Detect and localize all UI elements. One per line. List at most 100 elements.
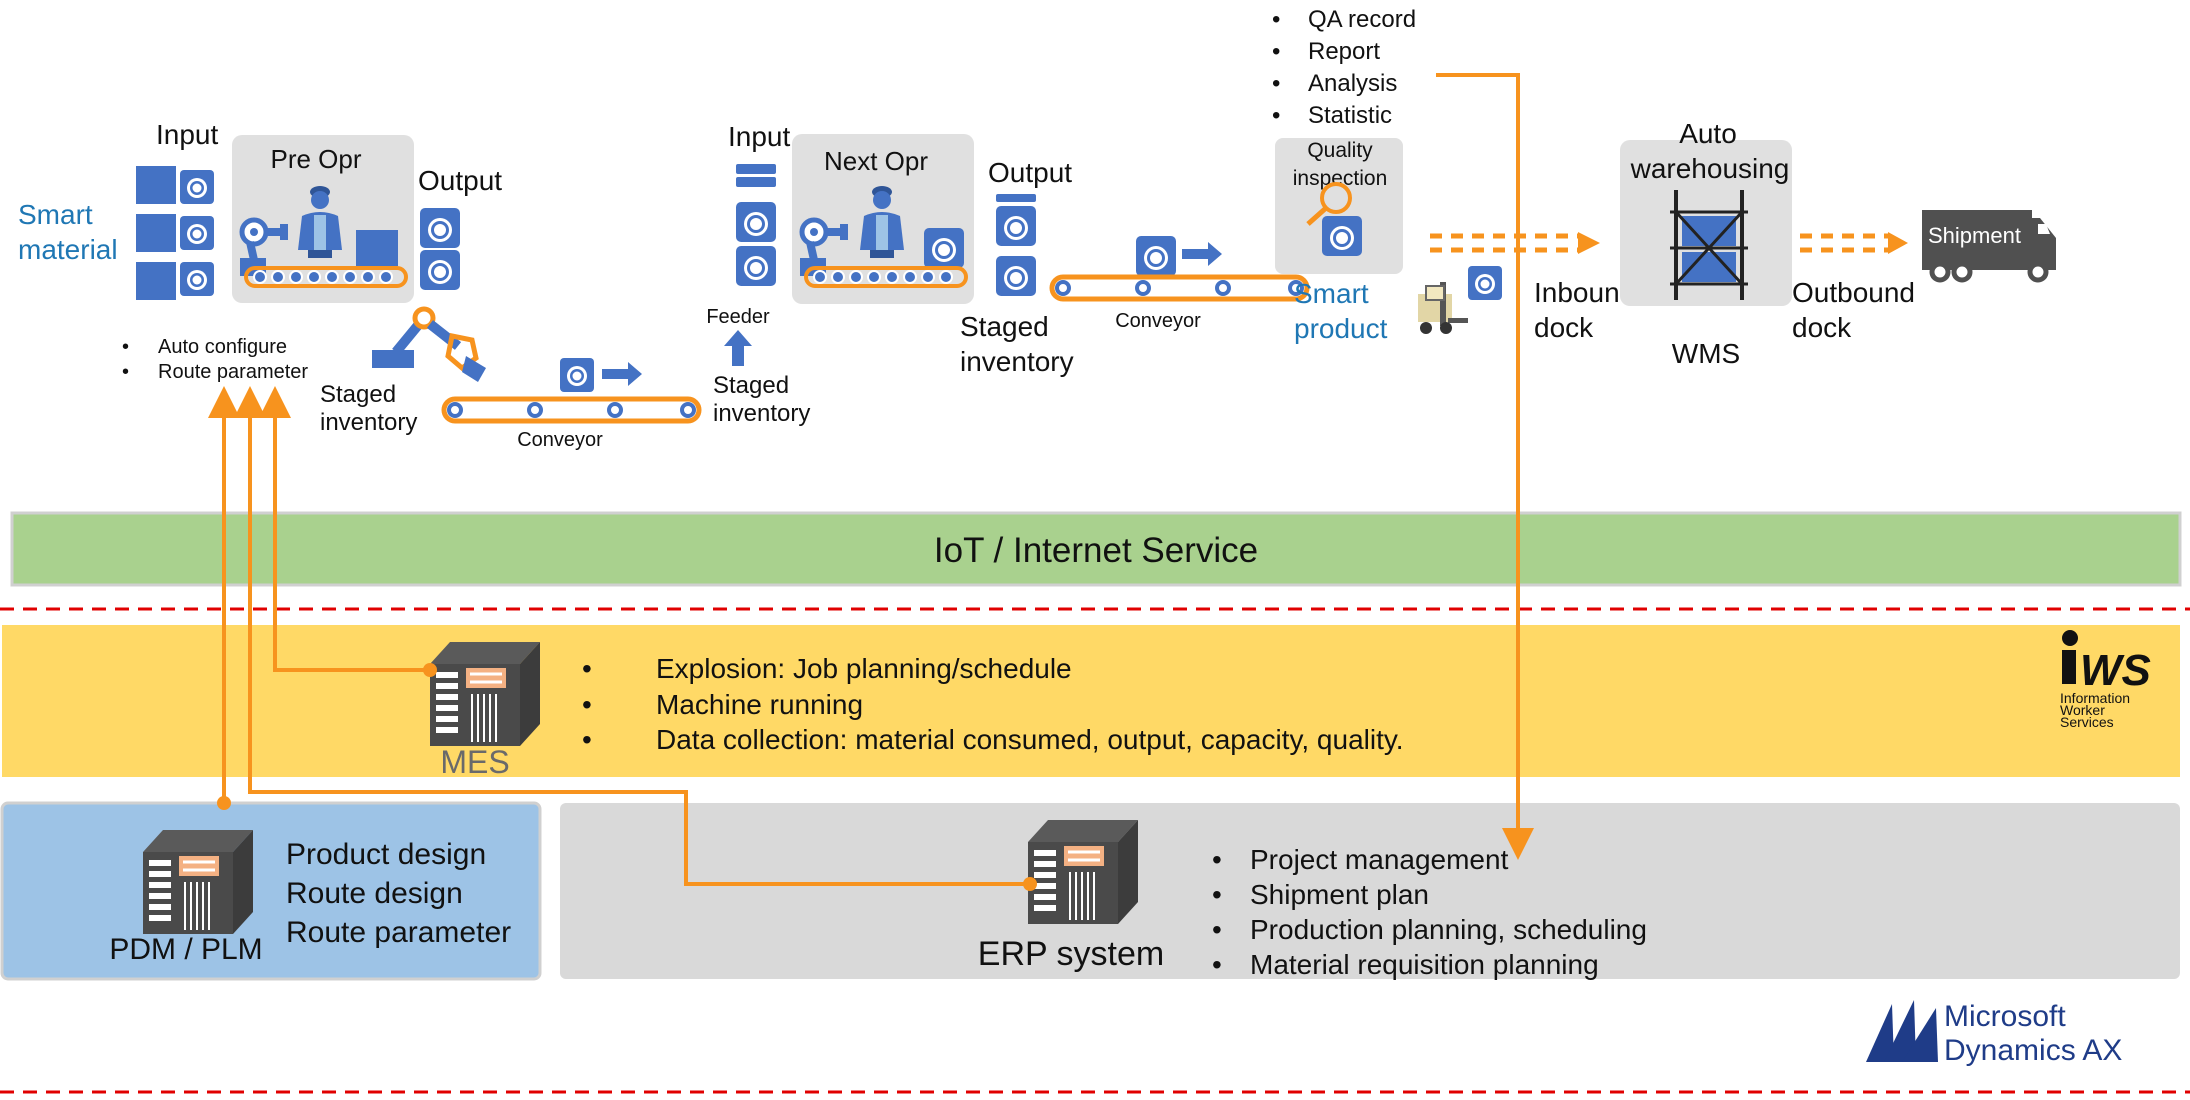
pre-input-label: Input [156,119,218,150]
pre-bullet-2: Route parameter [158,361,308,383]
quality-inspection-box [1275,138,1403,274]
mes-label: MES [440,744,509,780]
quality-inspection-line-1: Quality [1307,139,1373,162]
ms-logo-line-1: Microsoft [1944,1000,2066,1033]
mes-server-icon [428,640,542,748]
warehouse-line-2: warehousing [1630,153,1790,184]
mes-bullet-3: Data collection: material consumed, outp… [656,724,1404,755]
rack-icon [1670,190,1748,300]
feeder-label: Feeder [706,306,770,328]
conveyor-1-label: Conveyor [517,429,603,451]
iws-line-2: Worker [2060,702,2105,718]
pre-output-washer-icon [420,208,460,248]
iws-line-1: Information [2060,690,2130,706]
svg-text:•: • [1272,6,1280,33]
truck-icon [1922,210,2056,283]
box-icon [356,230,398,266]
next-staged-line-2: inventory [960,346,1074,377]
qa-bullet-1: QA record [1308,6,1416,33]
conveyor-2-washer-icon [1136,236,1176,276]
qa-bullets: • QA record • Report • Analysis • Statistic [1272,6,1416,129]
iot-band [10,511,2182,587]
next-machine-washer-icon [924,228,964,268]
quality-inspection-line-2: inspection [1293,167,1388,190]
outbound-line-2: dock [1792,312,1852,343]
svg-text:•: • [1212,844,1222,875]
pdm-box [0,801,542,981]
smart-product-line-2: product [1294,313,1388,344]
inbound-line-2: dock [1534,312,1594,343]
erp-bullet-3: Production planning, scheduling [1250,914,1647,945]
next-output-washers [996,194,1036,296]
pdm-line-2: Route design [286,877,463,910]
outbound-arrow-head-icon [1888,232,1908,254]
mes-bullet-2: Machine running [656,689,863,720]
qa-bullet-4: Statistic [1308,102,1392,129]
transfer-robot-arm-icon [372,306,486,382]
pre-bullets: • Auto configure • Route parameter [122,336,308,383]
pre-bullet-1: Auto configure [158,336,287,358]
erp-bullet-1: Project management [1250,844,1509,875]
pre-output-label: Output [418,165,502,196]
shipment-label: Shipment [1928,223,2021,248]
smart-material-line-2: material [18,234,118,265]
svg-text:•: • [1212,914,1222,945]
smart-product-line-1: Smart [1294,278,1369,309]
iws-logo-text: WS [2080,646,2151,695]
pdm-line-1: Product design [286,838,486,871]
svg-text:•: • [122,361,129,383]
pre-input-materials [136,166,214,300]
data-flow-lines [208,73,1534,886]
pdm-server-icon [141,828,255,936]
inbound-line-1: Inbound [1534,277,1635,308]
conveyor-1-washer-icon [560,358,594,392]
microsoft-dynamics-logo: Microsoft Dynamics AX [1866,1000,2122,1067]
erp-box [560,803,2180,979]
forklift-icon [1418,266,1502,334]
wms-label: WMS [1672,338,1740,369]
conveyor-2-arrow-icon [1182,242,1222,266]
erp-server-icon [1026,818,1140,926]
conveyor-1-belt [444,399,699,421]
pre-opr-label: Pre Opr [270,144,361,174]
erp-bullet-4: Material requisition planning [1250,949,1599,980]
svg-text:•: • [1272,102,1280,129]
conveyor-2-label: Conveyor [1115,310,1201,332]
iot-label: IoT / Internet Service [934,531,1258,570]
mes-bullet-1: Explosion: Job planning/schedule [656,653,1072,684]
mes-band [2,625,2180,777]
next-input-materials [736,164,776,286]
pdm-label: PDM / PLM [109,933,262,966]
svg-text:•: • [1272,38,1280,65]
pre-staged-line-1: Staged [320,381,396,408]
iws-logo: WS Information Worker Services [2060,630,2151,730]
next-output-label: Output [988,157,1072,188]
qa-bullet-3: Analysis [1308,70,1397,97]
ms-logo-line-2: Dynamics AX [1944,1034,2122,1067]
pdm-line-3: Route parameter [286,916,511,949]
magnifier-icon [1306,182,1352,226]
svg-text:•: • [1212,949,1222,980]
erp-bullets: • Project management • Shipment plan • Prod… [1212,844,1647,980]
svg-text:•: • [582,724,592,755]
erp-bullet-2: Shipment plan [1250,879,1429,910]
pre-staged-line-2: inventory [320,409,417,436]
staged2-line-2: inventory [713,400,810,427]
svg-text:•: • [122,336,129,358]
next-opr-label: Next Opr [824,146,928,176]
inspected-washer-icon [1322,216,1362,256]
warehouse-line-1: Auto [1679,118,1737,149]
outbound-line-1: Outbound [1792,277,1915,308]
pre-output-washer-icon-2 [420,250,460,290]
mes-bullets: • Explosion: Job planning/schedule • Machi… [582,653,1404,755]
svg-text:•: • [1272,70,1280,97]
svg-text:•: • [582,689,592,720]
smart-material-line-1: Smart [18,199,93,230]
feeder-arrow-icon [724,330,752,366]
svg-text:•: • [582,653,592,684]
qa-bullet-2: Report [1308,38,1380,65]
conveyor-2-belt [1052,277,1307,299]
staged2-line-1: Staged [713,372,789,399]
